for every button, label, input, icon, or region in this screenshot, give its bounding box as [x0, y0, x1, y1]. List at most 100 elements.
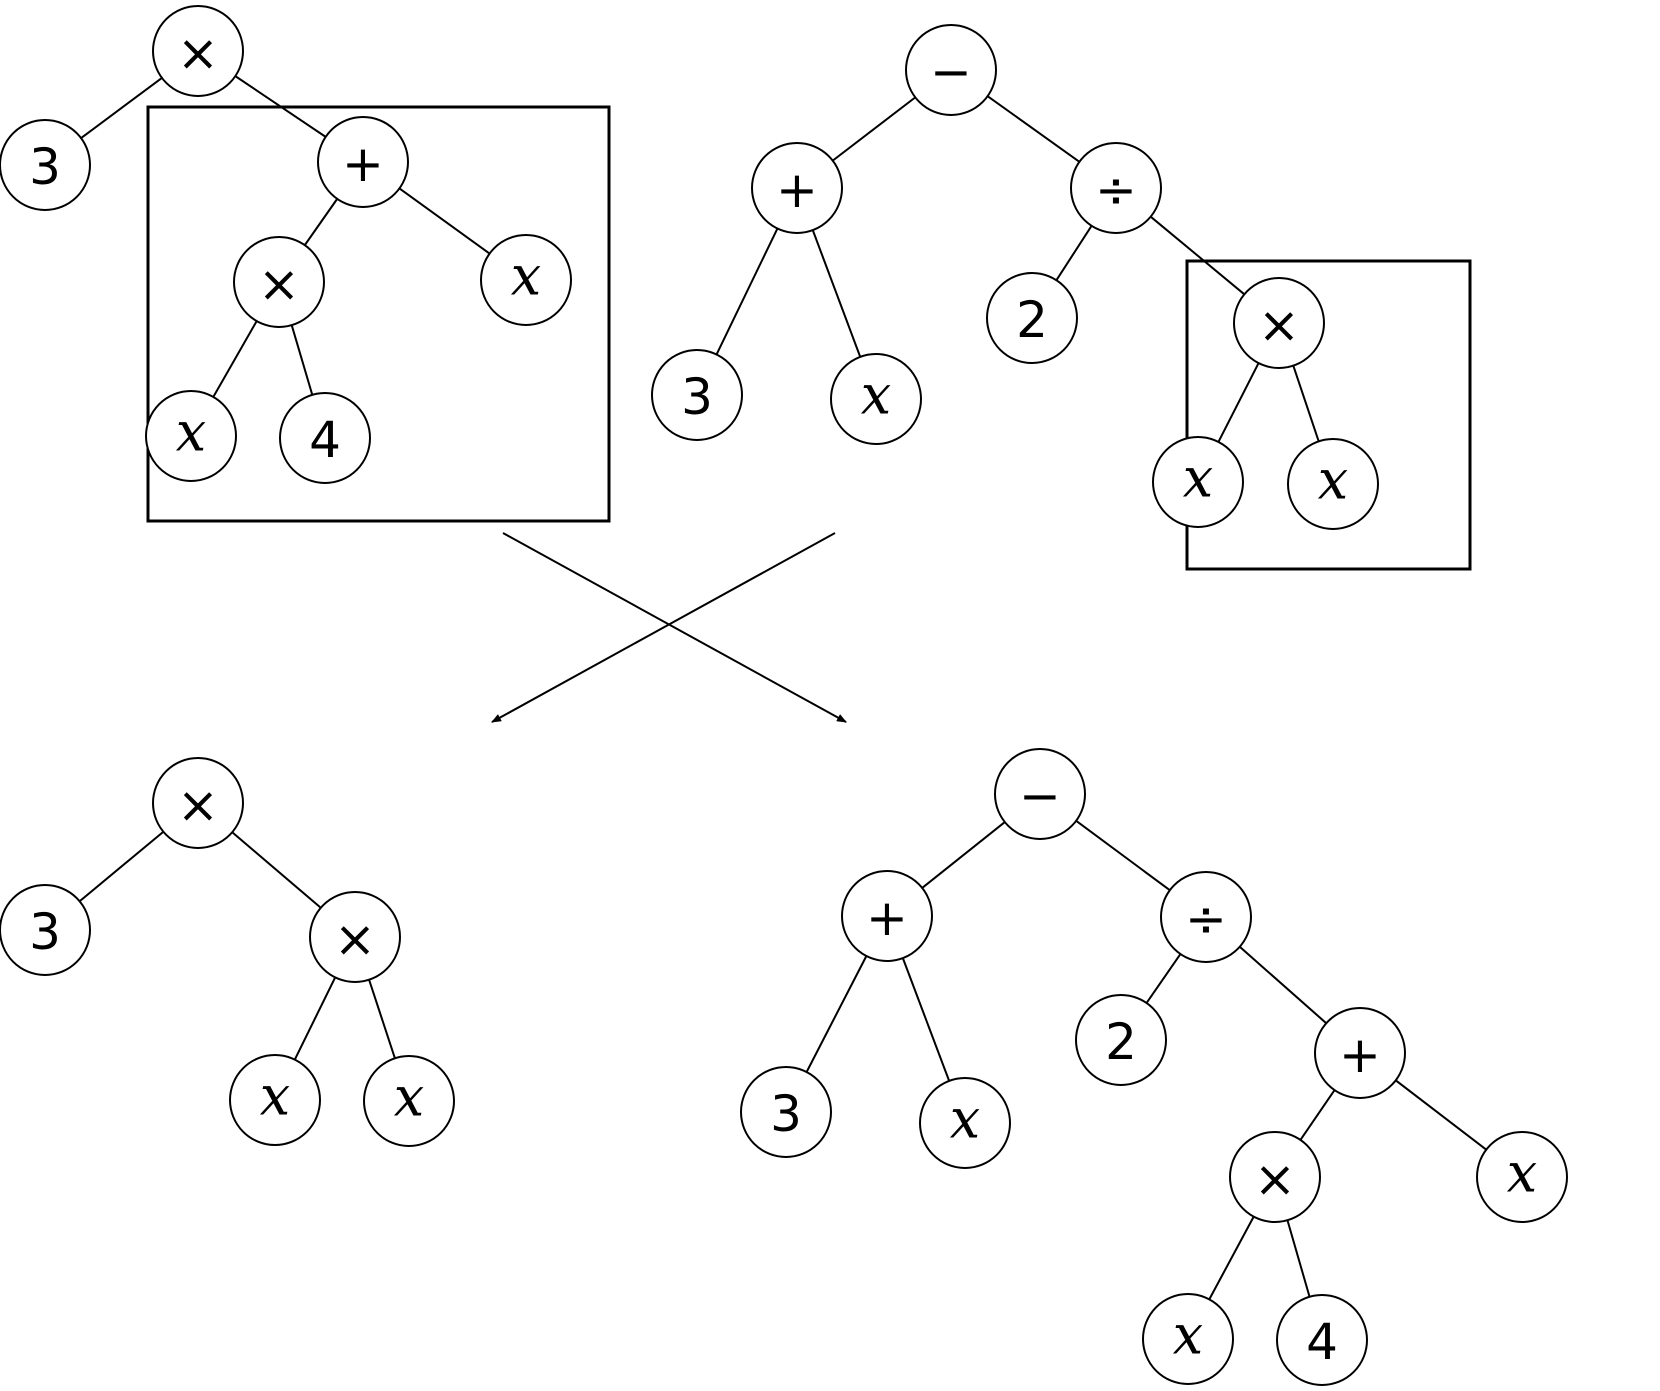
node-label: 3: [770, 1085, 802, 1143]
parent-2-edge: [715, 228, 779, 355]
parent-2-number-node: 3: [651, 349, 743, 441]
parent-2-edge: [1292, 365, 1320, 442]
offspring-1-variable-node: x: [229, 1054, 321, 1146]
offspring-2-number-node: 3: [740, 1066, 832, 1158]
offspring-1-operator-node: ×: [309, 891, 401, 983]
parent-1-operator-node: +: [317, 116, 409, 208]
node-label: x: [1173, 1304, 1203, 1367]
node-circle: [1160, 871, 1252, 963]
node-label: x: [260, 1065, 290, 1128]
parent-2-variable-node: x: [1152, 436, 1244, 528]
offspring-1-operator-node: ×: [152, 757, 244, 849]
node-circle: [841, 870, 933, 962]
offspring-2-edge: [1239, 946, 1327, 1024]
node-label: ×: [258, 255, 300, 313]
node-circle: [363, 1055, 455, 1147]
node-circle: [1229, 1131, 1321, 1223]
offspring-2-edge: [1208, 1216, 1255, 1300]
node-label: ×: [177, 776, 219, 834]
node-label: ÷: [1095, 161, 1137, 219]
offspring-2-number-node: 2: [1075, 994, 1167, 1086]
node-circle: [1233, 277, 1325, 369]
offspring-2-edge: [805, 955, 868, 1073]
node-label: 2: [1105, 1013, 1137, 1071]
node-circle: [994, 748, 1086, 840]
parent-1-number-node: 4: [279, 392, 371, 484]
parent-1-edge: [234, 75, 327, 138]
parent-1-operator-node: ×: [152, 5, 244, 97]
node-circle: [919, 1077, 1011, 1169]
node-label: x: [1507, 1142, 1537, 1205]
offspring-1-edge: [293, 976, 337, 1061]
selection-boxes: [146, 105, 1472, 571]
parent-2-edge: [987, 95, 1080, 163]
node-label: x: [176, 401, 206, 464]
offspring-1-number-node: 3: [0, 884, 91, 976]
parent-2-variable-node: x: [1287, 438, 1379, 530]
node-circle: [905, 24, 997, 116]
tree-edges: [78, 75, 1487, 1300]
parent-1-edge: [398, 187, 491, 255]
node-label: x: [950, 1088, 980, 1151]
node-label: ×: [1258, 296, 1300, 354]
parent-1-edge: [303, 198, 339, 246]
parent-2-edge: [811, 229, 862, 358]
node-label: 3: [681, 368, 713, 426]
node-circle: [986, 272, 1078, 364]
node-circle: [1314, 1007, 1406, 1099]
parent-1-number-node: 3: [0, 119, 91, 211]
node-circle: [1075, 994, 1167, 1086]
offspring-2-number-node: 4: [1276, 1294, 1368, 1386]
parent-1-variable-node: x: [480, 234, 572, 326]
crossover-arrow: [491, 532, 836, 723]
node-label: 3: [29, 138, 61, 196]
parent-2-variable-node: x: [830, 353, 922, 445]
offspring-2-operator-node: +: [841, 870, 933, 962]
offspring-1-edge: [78, 830, 165, 903]
offspring-2-variable-node: x: [1142, 1293, 1234, 1385]
parent-1-variable-node: x: [145, 390, 237, 482]
node-label: x: [394, 1066, 424, 1129]
node-circle: [229, 1054, 321, 1146]
parent-2-edge: [1150, 215, 1245, 296]
node-label: −: [930, 43, 972, 101]
node-label: +: [866, 889, 908, 947]
parent-2-edge: [1217, 362, 1260, 443]
crossover-arrows: [491, 532, 847, 723]
node-circle: [145, 390, 237, 482]
offspring-2-variable-node: x: [1476, 1131, 1568, 1223]
node-circle: [480, 234, 572, 326]
node-label: 2: [1016, 291, 1048, 349]
node-label: +: [1339, 1026, 1381, 1084]
offspring-2-operator-node: ÷: [1160, 871, 1252, 963]
offspring-1-variable-node: x: [363, 1055, 455, 1147]
parent-1-edge: [212, 320, 258, 398]
node-label: ×: [177, 24, 219, 82]
node-circle: [1142, 1293, 1234, 1385]
node-circle: [830, 353, 922, 445]
offspring-1-edge: [231, 831, 322, 909]
node-label: 4: [309, 411, 341, 469]
node-label: ×: [334, 910, 376, 968]
offspring-2-operator-node: ×: [1229, 1131, 1321, 1223]
node-circle: [751, 142, 843, 234]
offspring-2-edge: [1286, 1219, 1311, 1298]
node-circle: [233, 236, 325, 328]
node-circle: [1287, 438, 1379, 530]
node-circle: [0, 884, 91, 976]
node-label: +: [342, 135, 384, 193]
offspring-2-edge: [1299, 1089, 1336, 1141]
crossover-arrow: [502, 532, 847, 723]
node-circle: [317, 116, 409, 208]
node-circle: [0, 119, 91, 211]
offspring-2-variable-node: x: [919, 1077, 1011, 1169]
node-label: x: [1183, 447, 1213, 510]
node-label: +: [776, 161, 818, 219]
node-circle: [279, 392, 371, 484]
node-circle: [309, 891, 401, 983]
parent-2-number-node: 2: [986, 272, 1078, 364]
node-circle: [1070, 142, 1162, 234]
offspring-2-edge: [1395, 1079, 1487, 1151]
node-label: x: [1318, 449, 1348, 512]
